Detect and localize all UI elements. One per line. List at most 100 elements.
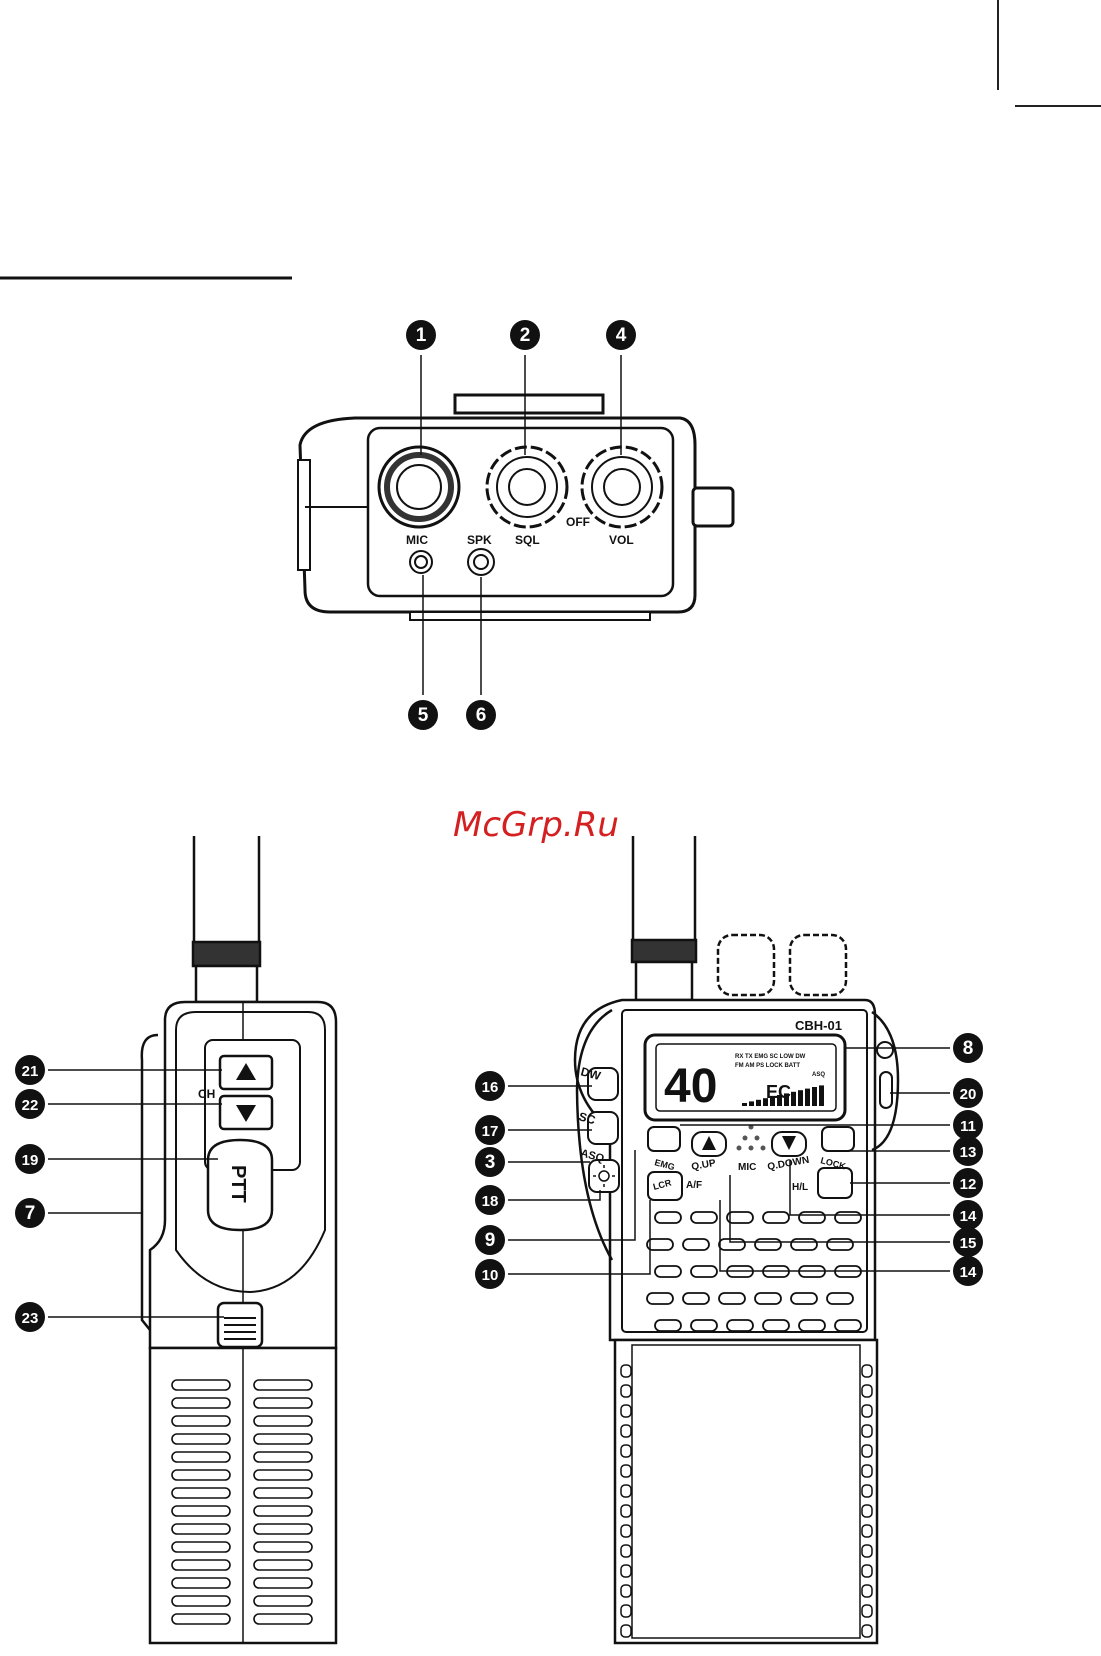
battery-ridge	[862, 1425, 872, 1437]
battery-ridge	[862, 1565, 872, 1577]
callout-number: 1	[416, 325, 427, 346]
battery-slot	[172, 1398, 230, 1408]
callout-number: 14	[960, 1264, 977, 1281]
grille-slot	[683, 1293, 709, 1304]
emg-button	[648, 1127, 680, 1151]
grille-slot	[827, 1293, 853, 1304]
grille-slot	[655, 1212, 681, 1223]
battery-ridge	[621, 1385, 631, 1397]
callout-number: 10	[482, 1267, 499, 1284]
battery-ridge	[862, 1485, 872, 1497]
battery-ridge	[621, 1465, 631, 1477]
battery-slot	[172, 1596, 230, 1606]
callout-c10: 10	[475, 1259, 505, 1289]
spk-jack-hole	[474, 555, 488, 569]
vol-knob-inner	[604, 469, 640, 505]
battery-ridge	[621, 1445, 631, 1457]
grille-slot	[647, 1293, 673, 1304]
battery-ridge	[862, 1605, 872, 1617]
callout-c23: 23	[15, 1302, 45, 1332]
lcd-channel: 40	[664, 1060, 717, 1113]
callout-c20: 20	[953, 1078, 983, 1108]
mic-jack-hole	[415, 556, 427, 568]
callout-c18: 18	[475, 1185, 505, 1215]
callout-c8: 8	[953, 1033, 983, 1063]
callout-c5: 5	[408, 700, 438, 730]
battery-slot	[254, 1542, 312, 1552]
ch-label: CH	[198, 1087, 215, 1101]
lcd-sub-display: EC	[766, 1082, 791, 1102]
battery-slot	[172, 1434, 230, 1444]
battery-slot	[254, 1452, 312, 1462]
front-antenna-base	[636, 962, 692, 1000]
meter-bar	[791, 1092, 796, 1106]
callout-number: 5	[418, 705, 429, 726]
battery-ridge	[862, 1625, 872, 1637]
callout-number: 17	[482, 1123, 499, 1140]
meter-bar	[749, 1101, 754, 1106]
grille-slot	[655, 1320, 681, 1331]
callout-number: 21	[22, 1063, 39, 1080]
callout-c6: 6	[466, 700, 496, 730]
callout-number: 4	[616, 325, 627, 346]
battery-slot	[254, 1488, 312, 1498]
battery-ridge	[621, 1605, 631, 1617]
battery-slot	[254, 1416, 312, 1426]
callout-c16: 16	[475, 1071, 505, 1101]
battery-slot	[254, 1506, 312, 1516]
callout-number: 8	[963, 1038, 974, 1059]
battery-slot	[172, 1524, 230, 1534]
battery-slot	[172, 1560, 230, 1570]
callout-number: 11	[960, 1118, 976, 1135]
battery-ridge	[862, 1385, 872, 1397]
battery-ridge	[621, 1505, 631, 1517]
battery-ridge	[862, 1525, 872, 1537]
callout-c12: 12	[953, 1168, 983, 1198]
battery-ridge	[621, 1585, 631, 1597]
grille-slot	[791, 1239, 817, 1250]
grille-slot	[727, 1320, 753, 1331]
grille-slot	[791, 1293, 817, 1304]
callout-number: 20	[960, 1086, 977, 1103]
meter-bar	[798, 1090, 803, 1106]
battery-ridge	[621, 1425, 631, 1437]
battery-slot	[172, 1614, 230, 1624]
front-sql-knob	[718, 935, 774, 995]
grille-slot	[727, 1212, 753, 1223]
grille-slot	[691, 1266, 717, 1277]
callout-c3: 3	[475, 1147, 505, 1177]
callout-c11: 11	[953, 1110, 983, 1140]
callout-number: 15	[960, 1235, 977, 1252]
watermark: McGrp.Ru	[453, 805, 619, 845]
callout-number: 9	[485, 1230, 496, 1251]
callout-c4: 4	[606, 320, 636, 350]
grille-slot	[683, 1239, 709, 1250]
callout-number: 23	[22, 1310, 39, 1327]
meter-bar	[742, 1103, 747, 1106]
battery-ridge	[862, 1585, 872, 1597]
lcd-indicators-row1: RX TX EMG SC LOW DW	[735, 1054, 806, 1060]
callout-number: 3	[485, 1152, 496, 1173]
battery-ridge	[862, 1545, 872, 1557]
callout-c15: 15	[953, 1227, 983, 1257]
top-view-side-pin	[693, 488, 733, 526]
ptt-label: PTT	[227, 1165, 249, 1203]
top-view-bottom-foot	[410, 612, 650, 620]
hl-button	[818, 1168, 852, 1198]
battery-slot	[172, 1452, 230, 1462]
battery-slot	[254, 1398, 312, 1408]
battery-slot	[172, 1542, 230, 1552]
lock-button	[822, 1127, 854, 1151]
battery-slot	[254, 1596, 312, 1606]
callout-c14a: 14	[953, 1200, 983, 1230]
battery-slot	[254, 1578, 312, 1588]
callout-number: 18	[482, 1193, 499, 1210]
grille-slot	[655, 1266, 681, 1277]
callout-number: 7	[25, 1203, 36, 1224]
grille-slot	[827, 1239, 853, 1250]
callout-number: 6	[476, 705, 487, 726]
lcd-indicators-row2: FM AM PS LOCK BATT	[735, 1063, 800, 1069]
battery-ridge	[621, 1485, 631, 1497]
top-view-left-grip	[298, 460, 310, 570]
